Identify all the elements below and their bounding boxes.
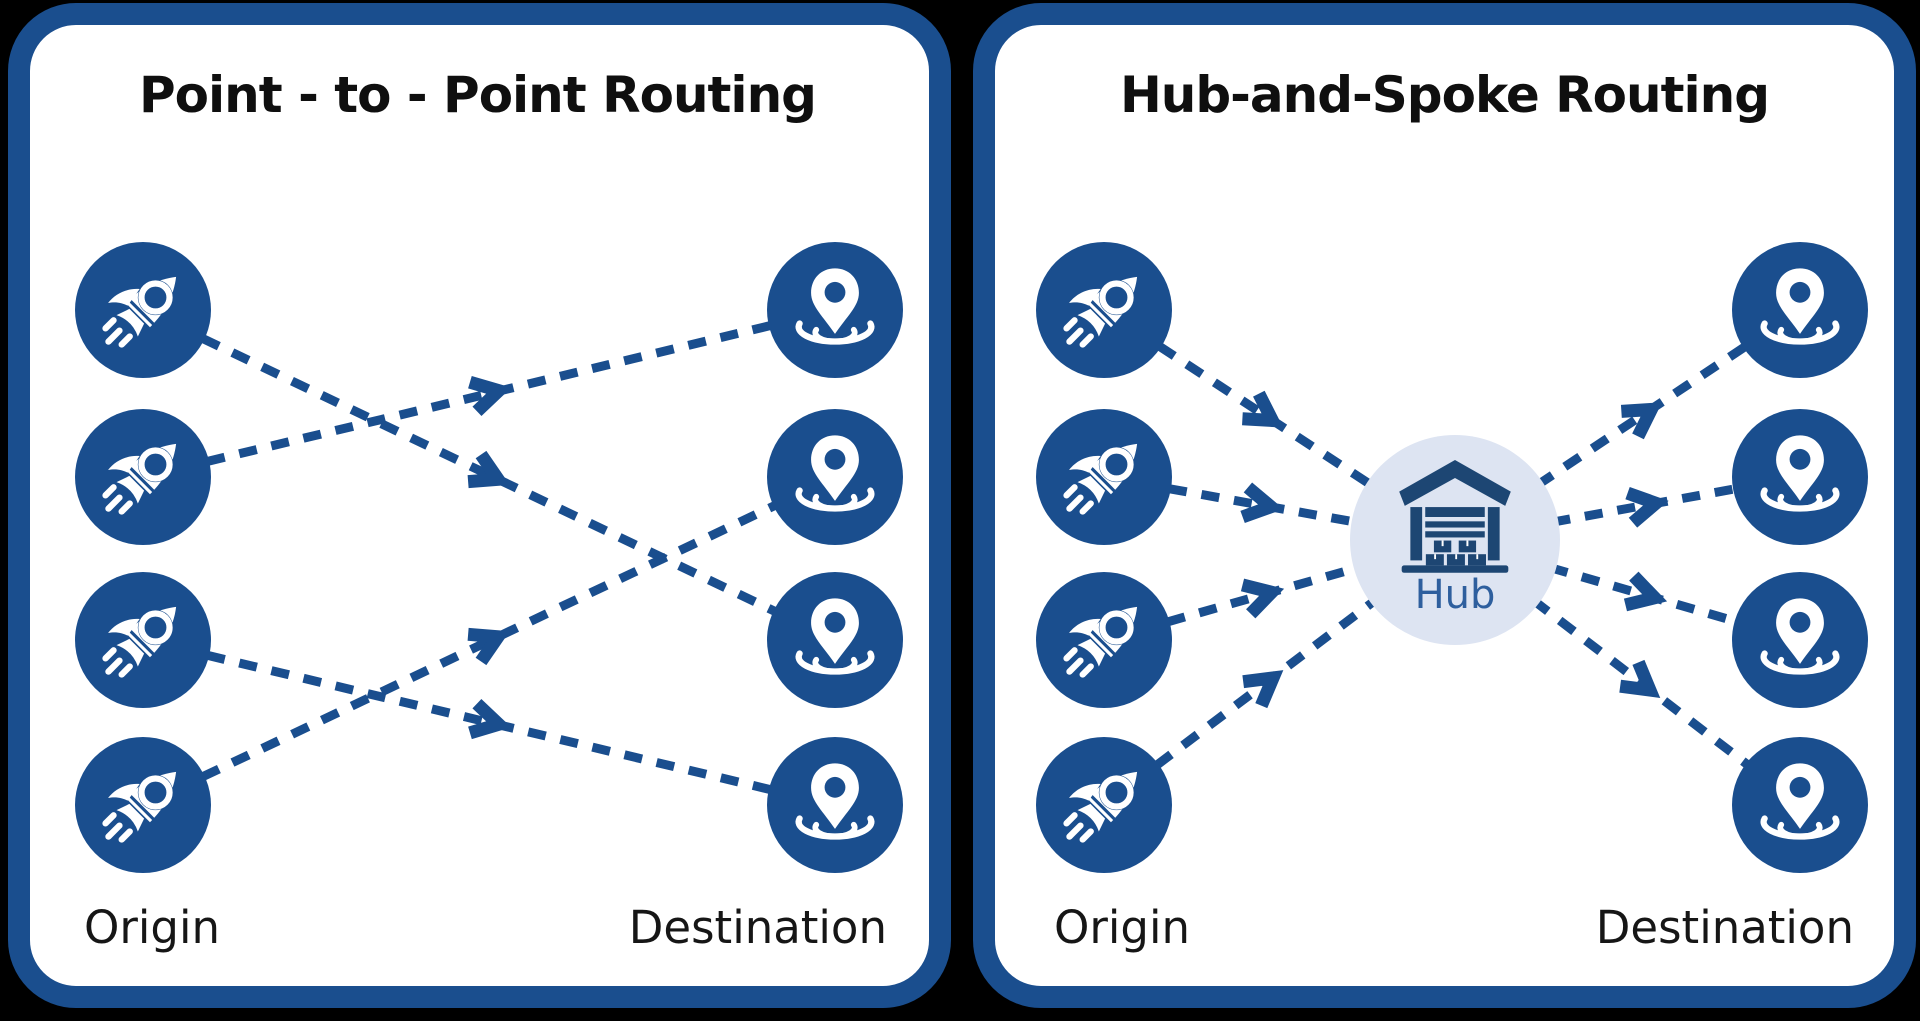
p2p-destination-node-4 xyxy=(767,737,903,873)
hs-footer-labels: Origin Destination xyxy=(998,905,1894,950)
title-point-to-point: Point - to - Point Routing xyxy=(139,66,817,124)
location-pin-icon xyxy=(783,588,887,692)
location-pin-icon xyxy=(1748,258,1852,362)
rocket-icon xyxy=(91,753,195,857)
arrowhead-icon xyxy=(1243,578,1276,614)
p2p-origin-label: Origin xyxy=(84,901,221,954)
p2p-destination-label: Destination xyxy=(628,901,887,954)
rocket-icon xyxy=(91,425,195,529)
rocket-icon xyxy=(1052,258,1156,362)
hs-origin-node-3 xyxy=(1036,572,1172,708)
hs-origin-label: Origin xyxy=(1054,901,1191,954)
route-p2p-o1-d3 xyxy=(141,305,837,645)
location-pin-icon xyxy=(1748,588,1852,692)
p2p-origin-node-1 xyxy=(75,242,211,378)
p2p-origin-node-4 xyxy=(75,737,211,873)
hs-destination-node-1 xyxy=(1732,242,1868,378)
rocket-icon xyxy=(1052,753,1156,857)
p2p-destination-node-1 xyxy=(767,242,903,378)
arrowhead-icon xyxy=(468,623,504,661)
rocket-icon xyxy=(1052,425,1156,529)
hs-origin-node-1 xyxy=(1036,242,1172,378)
location-pin-icon xyxy=(1748,753,1852,857)
route-p2p-o4-d2 xyxy=(141,472,837,810)
p2p-origin-node-2 xyxy=(75,409,211,545)
location-pin-icon xyxy=(1748,425,1852,529)
warehouse-icon xyxy=(1399,459,1511,573)
arrowhead-icon xyxy=(468,455,504,493)
rocket-icon xyxy=(91,258,195,362)
location-pin-icon xyxy=(783,258,887,362)
arrowhead-icon xyxy=(1625,576,1658,612)
p2p-origin-node-3 xyxy=(75,572,211,708)
rocket-icon xyxy=(91,588,195,692)
hs-destination-node-3 xyxy=(1732,572,1868,708)
p2p-destination-node-2 xyxy=(767,409,903,545)
hs-destination-node-2 xyxy=(1732,409,1868,545)
location-pin-icon xyxy=(783,753,887,857)
hs-origin-node-2 xyxy=(1036,409,1172,545)
hub-node: Hub xyxy=(1350,435,1560,645)
route-hs-hub-d2 xyxy=(1454,472,1801,545)
hub-label: Hub xyxy=(1414,572,1496,618)
hs-destination-node-4 xyxy=(1732,737,1868,873)
p2p-destination-node-3 xyxy=(767,572,903,708)
hs-origin-node-4 xyxy=(1036,737,1172,873)
title-hub-and-spoke: Hub-and-Spoke Routing xyxy=(1119,66,1770,124)
p2p-footer-labels: Origin Destination xyxy=(28,905,927,950)
location-pin-icon xyxy=(783,425,887,529)
hs-destination-label: Destination xyxy=(1595,901,1854,954)
rocket-icon xyxy=(1052,588,1156,692)
